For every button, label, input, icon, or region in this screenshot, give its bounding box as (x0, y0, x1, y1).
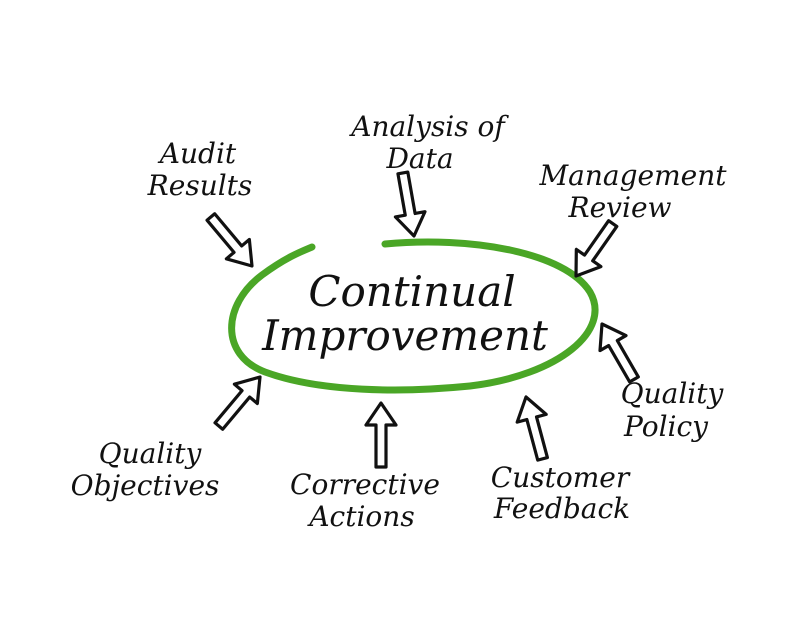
node-corrective-line2: Actions (306, 500, 414, 533)
node-management-line2: Review (568, 191, 672, 224)
node-management-line1: Management (539, 159, 728, 192)
arrow-objectives-icon (205, 365, 274, 438)
center-ellipse (228, 238, 599, 394)
arrow-corrective-icon (364, 401, 398, 469)
node-objectives-line1: Quality (99, 437, 203, 470)
arrow-audit-icon (197, 205, 266, 278)
node-corrective-line1: Corrective (290, 468, 440, 501)
arrow-policy-icon (587, 314, 649, 389)
center-title-line2: Improvement (261, 311, 548, 360)
node-analysis-line2: Data (385, 142, 453, 175)
center-title-line1: Continual (308, 267, 515, 316)
arrow-analysis-icon (386, 168, 431, 241)
node-objectives-line2: Objectives (71, 469, 220, 502)
arrow-customer-icon (509, 391, 559, 465)
node-customer-line2: Feedback (493, 492, 630, 525)
node-analysis-line1: Analysis of (348, 110, 509, 143)
node-policy-line2: Policy (623, 410, 709, 443)
node-policy-line1: Quality (621, 377, 725, 410)
node-customer-line1: Customer (491, 461, 631, 494)
node-audit-line2: Results (147, 169, 253, 202)
node-audit-line1: Audit (157, 137, 237, 170)
